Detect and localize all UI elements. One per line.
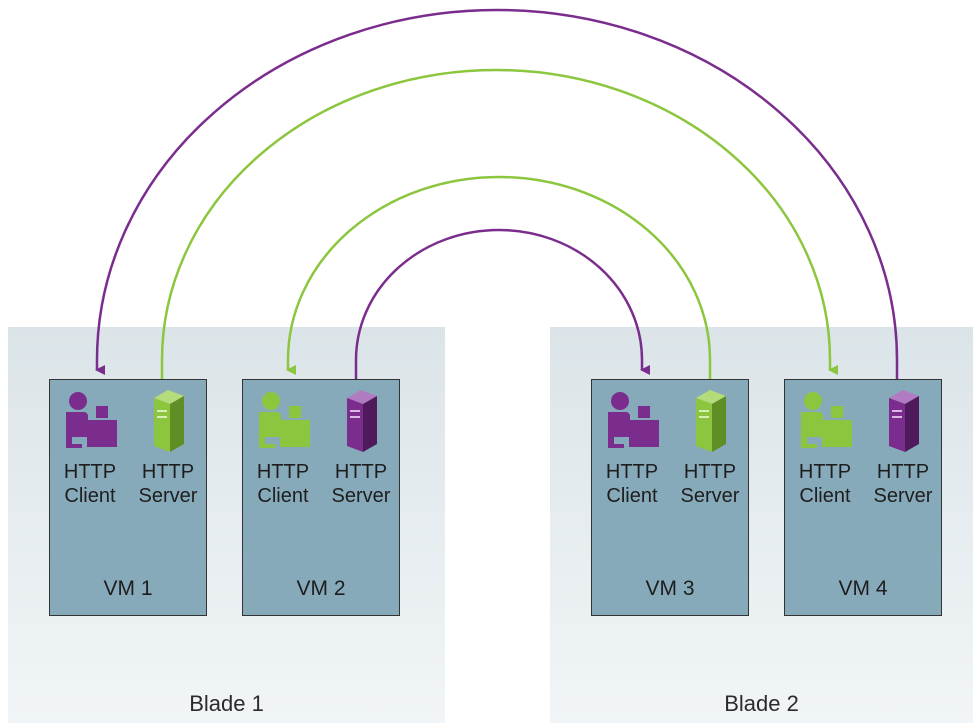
http-server: HTTP Server [863, 390, 943, 508]
server-icon [321, 390, 401, 460]
client-label-line1: HTTP [605, 461, 659, 483]
http-client: HTTP Client [592, 390, 672, 508]
client-user-icon [785, 390, 865, 460]
client-label-line2: Client [257, 485, 309, 507]
server-label-line1: HTTP [141, 461, 195, 483]
http-client: HTTP Client [50, 390, 130, 508]
vm-1: HTTP Client HTTP Server VM 1 [49, 379, 207, 616]
server-label-line2: Server [680, 485, 740, 507]
client-user-icon [592, 390, 672, 460]
client-user-icon [50, 390, 130, 460]
arc-vm3-server-to-vm2-client [286, 175, 712, 379]
client-label-line2: Client [799, 485, 851, 507]
server-label-line1: HTTP [683, 461, 737, 483]
arc-vm1-server-to-vm4-client [160, 68, 838, 379]
http-client: HTTP Client [243, 390, 323, 508]
server-icon [128, 390, 208, 460]
vm-4: HTTP Client HTTP Server VM 4 [784, 379, 942, 616]
server-icon [670, 390, 750, 460]
vm-3: HTTP Client HTTP Server VM 3 [591, 379, 749, 616]
arc-vm4-server-to-vm1-client [95, 8, 899, 379]
client-label-line1: HTTP [63, 461, 117, 483]
http-client: HTTP Client [785, 390, 865, 508]
blade-label: Blade 2 [724, 691, 799, 716]
vm-label: VM 3 [645, 577, 695, 600]
client-label-line1: HTTP [798, 461, 852, 483]
vm-label: VM 2 [296, 577, 346, 600]
client-label-line1: HTTP [256, 461, 310, 483]
client-label-line2: Client [64, 485, 116, 507]
server-label-line2: Server [873, 485, 933, 507]
http-server: HTTP Server [128, 390, 208, 508]
server-icon [863, 390, 943, 460]
server-label-line2: Server [138, 485, 198, 507]
server-label-line2: Server [331, 485, 391, 507]
client-label-line2: Client [606, 485, 658, 507]
client-user-icon [243, 390, 323, 460]
http-server: HTTP Server [670, 390, 750, 508]
vm-label: VM 4 [838, 577, 888, 600]
server-label-line1: HTTP [334, 461, 388, 483]
vm-2: HTTP Client HTTP Server VM 2 [242, 379, 400, 616]
http-server: HTTP Server [321, 390, 401, 508]
vm-label: VM 1 [103, 577, 153, 600]
arc-vm2-server-to-vm3-client [354, 228, 650, 379]
blade-label: Blade 1 [189, 691, 264, 716]
server-label-line1: HTTP [876, 461, 930, 483]
